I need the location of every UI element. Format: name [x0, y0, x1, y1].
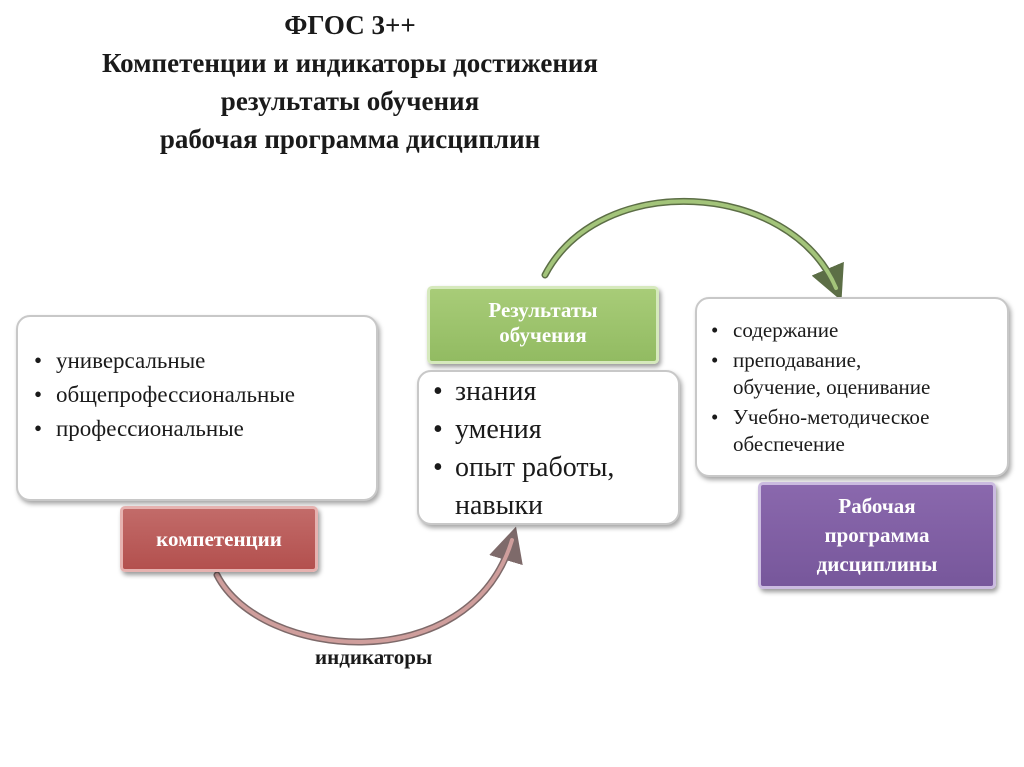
- program-item: содержание: [703, 317, 999, 344]
- results-tag-label: Результаты обучения: [488, 298, 598, 347]
- results-tag: Результаты обучения: [427, 286, 659, 364]
- title-line-3: результаты обучения: [220, 86, 480, 116]
- program-tag: Рабочая программа дисциплины: [758, 482, 996, 589]
- result-item: умения: [425, 411, 670, 449]
- program-tag-label: Рабочая программа дисциплины: [816, 494, 938, 576]
- competency-item: универсальные: [26, 344, 366, 378]
- title-line-2: Компетенции и индикаторы достижения: [101, 48, 599, 78]
- indicators-label: индикаторы: [315, 645, 433, 669]
- program-item: преподавание, обучение, оценивание: [703, 347, 999, 401]
- slide-title: ФГОС 3++ Компетенции и индикаторы достиж…: [0, 6, 700, 158]
- title-line-1: ФГОС 3++: [284, 10, 416, 40]
- result-item: опыт работы, навыки: [425, 449, 670, 525]
- competencies-panel: универсальные общепрофессиональные профе…: [16, 315, 378, 501]
- result-item: знания: [425, 373, 670, 411]
- competency-item: профессиональные: [26, 412, 366, 446]
- competency-item: общепрофессиональные: [26, 378, 366, 412]
- competencies-tag-label: компетенции: [156, 526, 282, 551]
- program-item: Учебно-методическое обеспечение: [703, 404, 999, 458]
- program-panel: содержание преподавание, обучение, оцени…: [695, 297, 1009, 477]
- title-line-4: рабочая программа дисциплин: [159, 124, 541, 154]
- arrow-results-to-program: [541, 197, 844, 301]
- results-panel: знания умения опыт работы, навыки: [417, 370, 680, 525]
- competencies-tag: компетенции: [120, 506, 318, 572]
